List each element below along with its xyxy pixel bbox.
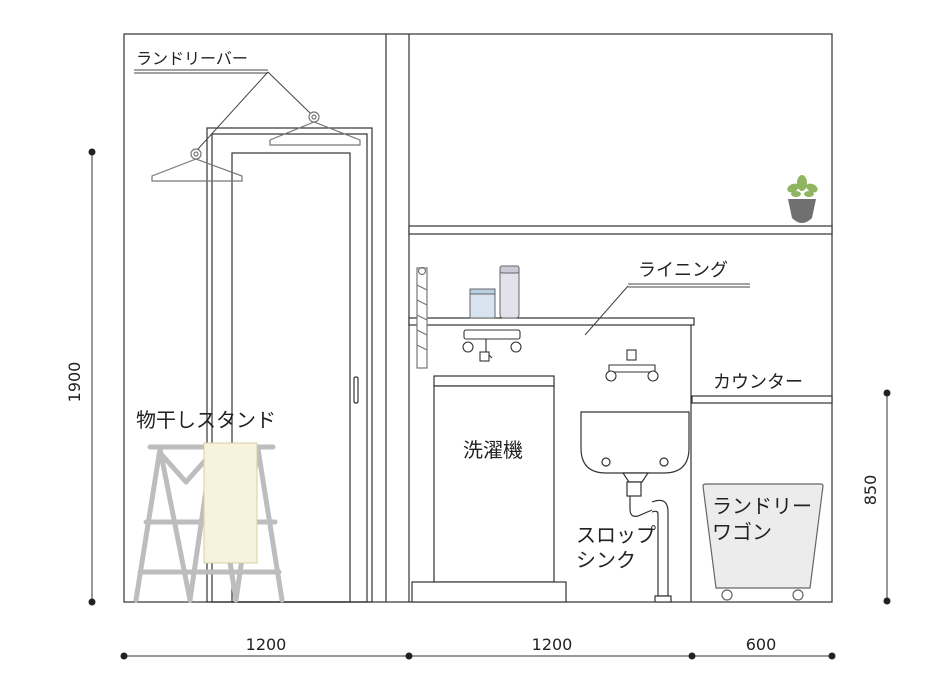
laundry-bar-label: ランドリーバー [136,49,248,68]
dim-dot-top [88,148,96,156]
door-panel [231,152,351,603]
drain-pipe [651,499,669,597]
dim-text-width-left: 1200 [246,635,287,654]
washing-machine-label: 洗濯機 [463,438,523,462]
dim-text-width-right: 600 [746,635,777,654]
washer-lid [433,375,555,387]
laundry-wagon-label-line1: ランドリー [712,494,812,518]
wagon-body [702,483,824,589]
dim-dot-counter-top [883,389,891,397]
hanger-right [269,111,361,146]
dimension-height-counter: 850 [861,389,891,605]
wagon-wheel-right [792,589,804,601]
plant [787,175,818,223]
door-handle [353,376,359,404]
faucet-knob-left [462,341,474,353]
laundry-wagon [702,483,824,601]
towel-bar-cap [417,266,427,276]
sink-drain [621,472,650,483]
counter [691,395,833,404]
faucet-body [463,329,521,340]
dim-text-height-counter: 850 [861,475,880,506]
upper-shelf [408,225,833,235]
detergent-bottle [499,265,520,319]
slop-sink-label-line2: シンク [576,548,636,572]
towel-bar-stripes [416,284,428,351]
dim-text-height-total: 1900 [65,362,84,403]
lining-label: ライニング [638,260,728,281]
detergent-box-lid [469,288,496,295]
slop-sink [580,411,690,603]
bottles [469,265,520,319]
hangers [151,111,361,182]
stand-brace-1 [159,452,189,485]
sink-bolt-left [601,457,611,467]
wagon-wheel-left [721,589,733,601]
lining-label-group: ライニング [584,260,750,336]
sink-faucet-bar [608,364,656,373]
lining [408,317,695,602]
laundry-bar-leader-right [267,71,311,114]
dim-dot-w1 [405,652,413,660]
sink-trap-pipe [629,496,653,517]
lining-leader [584,285,629,336]
drain-floor-flange [654,595,672,603]
dimension-height-total: 1900 [65,148,96,606]
dim-text-width-middle: 1200 [532,635,573,654]
sink-faucet [605,349,659,382]
washer-body [433,385,555,583]
sink-bolt-right [659,457,669,467]
sink-faucet-knob-right [647,370,659,382]
dim-dot-w3 [828,652,836,660]
washing-machine [411,375,567,603]
faucet-knob-right [510,341,522,353]
faucet-joint [479,351,490,362]
sink-faucet-top [626,349,637,361]
sink-bowl [580,411,690,474]
dim-dot-counter-bottom [883,597,891,605]
dim-dot-bottom [88,598,96,606]
plant-leaves [787,175,818,197]
washer-pan [411,581,567,603]
towel-bar [416,266,428,369]
washer-faucet [462,329,522,362]
dimension-widths: 1200 1200 600 [120,635,836,660]
counter-label: カウンター [713,372,803,393]
plant-pot [788,199,816,223]
sink-trap-top [626,481,642,497]
door [206,127,373,603]
hanger-left [151,148,243,182]
towel [203,442,258,564]
dim-dot-w2 [688,652,696,660]
laundry-bar-label-group: ランドリーバー [134,49,311,150]
dim-dot-w0 [120,652,128,660]
counter-top [691,395,833,404]
drying-stand-label: 物干しスタンド [136,408,276,432]
laundry-wagon-label-line2: ワゴン [712,520,772,544]
slop-sink-label-line1: スロップ [576,523,656,547]
sink-faucet-knob-left [605,370,617,382]
lining-top [408,317,695,326]
detergent-bottle-cap [499,265,520,274]
laundry-bar-leader-left [197,71,269,150]
